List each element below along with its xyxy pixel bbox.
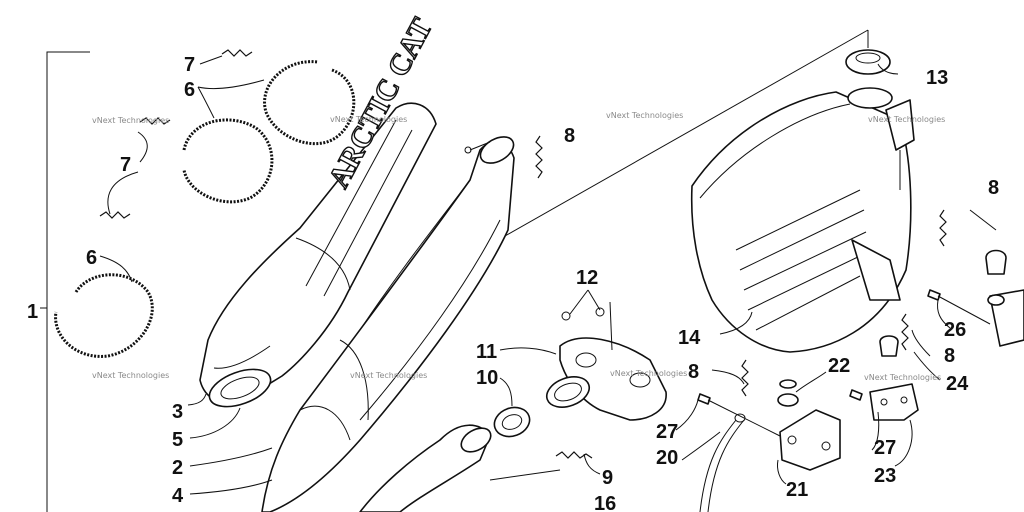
watermark-text: vNext Technologies	[92, 371, 169, 380]
springs	[99, 49, 947, 459]
callout-labels: 1 2 3 4 5 6 6 7 7 8 8 8 8 9 10 11 12 13 …	[27, 54, 999, 512]
washers	[561, 307, 605, 321]
callout-7: 7	[120, 154, 131, 176]
callout-5: 5	[172, 429, 183, 451]
watermarks: vNext Technologies vNext Technologies vN…	[92, 111, 945, 382]
watermark-text: vNext Technologies	[330, 115, 407, 124]
gasket	[493, 406, 531, 438]
callout-27: 27	[874, 437, 896, 459]
watermark-text: vNext Technologies	[92, 116, 169, 125]
callout-4: 4	[172, 485, 184, 507]
grommet	[845, 49, 891, 75]
callout-13: 13	[926, 67, 948, 89]
callout-23: 23	[874, 465, 896, 487]
resonator-box	[690, 87, 915, 353]
callout-2: 2	[172, 457, 183, 479]
manifold-flange	[545, 337, 667, 421]
edge-bracket	[987, 289, 1024, 347]
tail-pipe	[359, 424, 492, 512]
callout-9: 9	[602, 467, 613, 489]
grommet-22	[777, 379, 799, 407]
cable	[699, 413, 746, 512]
watermark-text: vNext Technologies	[350, 371, 427, 380]
callout-22: 22	[828, 355, 850, 377]
callout-11: 11	[476, 341, 497, 363]
assembly-bracket	[46, 51, 90, 512]
leader-lines	[99, 55, 997, 495]
callout-8: 8	[944, 345, 955, 367]
callout-1: 1	[27, 301, 38, 323]
callout-20: 20	[656, 447, 678, 469]
watermark-text: vNext Technologies	[606, 111, 683, 120]
callout-21: 21	[786, 479, 808, 501]
rubber-mount-24	[879, 249, 1007, 357]
expansion-chamber	[261, 136, 515, 512]
callout-8: 8	[564, 125, 575, 147]
bracket-23	[869, 383, 919, 421]
callout-10: 10	[476, 367, 498, 389]
callout-6: 6	[184, 79, 195, 101]
watermark-text: vNext Technologies	[868, 115, 945, 124]
callout-8: 8	[688, 361, 699, 383]
callout-26: 26	[944, 319, 966, 341]
watermark-text: vNext Technologies	[864, 373, 941, 382]
callout-7: 7	[184, 54, 195, 76]
bracket-21	[779, 409, 841, 471]
callout-12: 12	[576, 267, 598, 289]
callout-16: 16	[594, 493, 616, 512]
callout-6: 6	[86, 247, 97, 269]
chain-ring-large	[54, 60, 356, 358]
guide-line-upper	[504, 29, 869, 237]
watermark-text: vNext Technologies	[610, 369, 687, 378]
callout-8: 8	[988, 177, 999, 199]
callout-14: 14	[678, 327, 701, 349]
callout-3: 3	[172, 401, 183, 423]
callout-27: 27	[656, 421, 678, 443]
callout-24: 24	[946, 373, 969, 395]
